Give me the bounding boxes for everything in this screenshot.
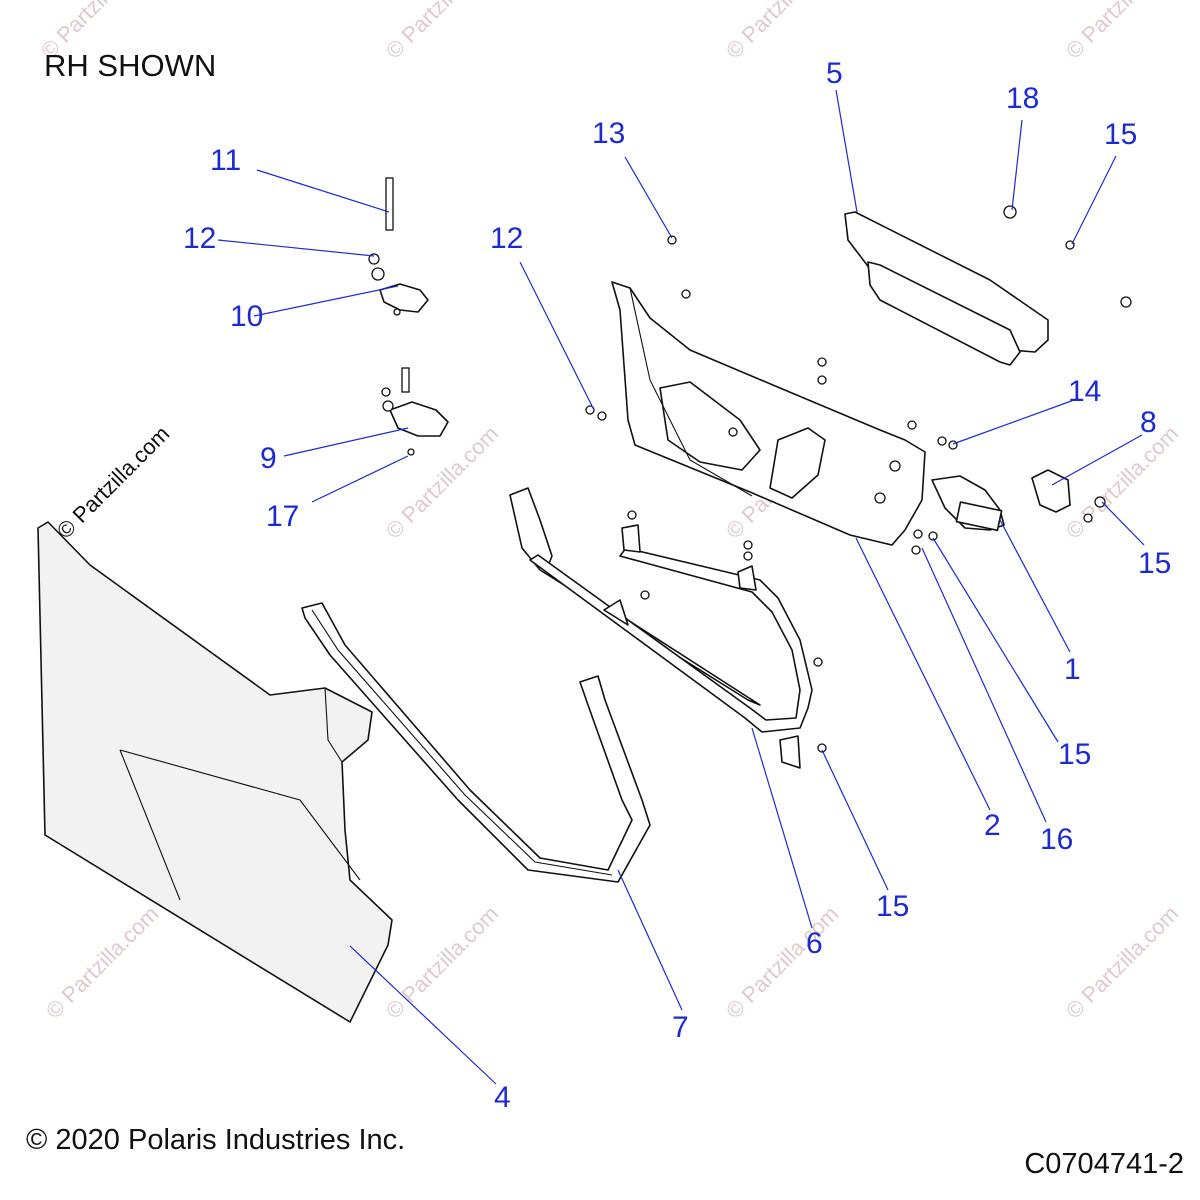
callout-labels: 11 12 10 9 17 12 13 5 18 15 14 8 15 1 15…	[183, 57, 1171, 1114]
callout-13: 14	[1068, 375, 1101, 408]
door-frame-part	[509, 487, 813, 769]
callout-10: 11	[210, 144, 241, 177]
callout-3: 4	[494, 1081, 511, 1114]
callout-6: 7	[672, 1011, 689, 1044]
callout-15-right: 15	[1058, 738, 1091, 771]
inner-door-panel-part	[611, 281, 926, 546]
callout-7: 8	[1140, 406, 1157, 439]
watermark: © Partzilla.com	[721, 901, 844, 1024]
door-panel-part	[37, 521, 393, 1023]
copyright-notice: © 2020 Polaris Industries Inc.	[26, 1124, 406, 1156]
watermark: © Partzilla.com	[381, 901, 504, 1024]
upper-hinge-part	[379, 177, 429, 313]
door-latch-part	[931, 475, 1005, 532]
watermark: © Partzilla.com	[1061, 901, 1184, 1024]
callout-17: 17	[266, 500, 299, 533]
callout-4: 5	[826, 57, 843, 90]
watermark: © Partzilla.com	[381, 0, 504, 64]
callout-2: 2	[984, 809, 1001, 842]
callout-16: 16	[1040, 823, 1073, 856]
watermark: © Partzilla.com	[1061, 0, 1184, 64]
door-top-trim-part	[844, 211, 1049, 366]
callout-12-top: 13	[592, 117, 625, 150]
drawing-code: C0704741-2	[1024, 1148, 1184, 1180]
callout-18: 18	[1006, 82, 1039, 115]
callout-5: 6	[806, 927, 823, 960]
view-label: RH SHOWN	[44, 48, 217, 83]
callout-8: 9	[260, 442, 277, 475]
callout-11: 12	[183, 222, 216, 255]
callout-15-bottom: 15	[876, 890, 909, 923]
watermark: © Partzilla.com	[381, 421, 504, 544]
callout-12-left: 12	[490, 222, 523, 255]
callout-14: 15	[1138, 547, 1171, 580]
hardware-fasteners	[368, 205, 1132, 753]
leader-lines	[217, 89, 1145, 1085]
watermark: © Partzilla.com	[52, 421, 175, 544]
watermark: © Partzilla.com	[721, 0, 844, 64]
watermark: © Partzilla.com	[41, 901, 164, 1024]
callout-1: 1	[1064, 653, 1081, 686]
watermark: © Partzilla.com	[1061, 421, 1184, 544]
lower-hinge-part	[389, 367, 449, 437]
callout-9: 10	[230, 300, 263, 333]
door-seal-part	[301, 602, 651, 883]
latch-bracket-part	[1031, 469, 1071, 513]
callout-15-top: 15	[1104, 118, 1137, 151]
